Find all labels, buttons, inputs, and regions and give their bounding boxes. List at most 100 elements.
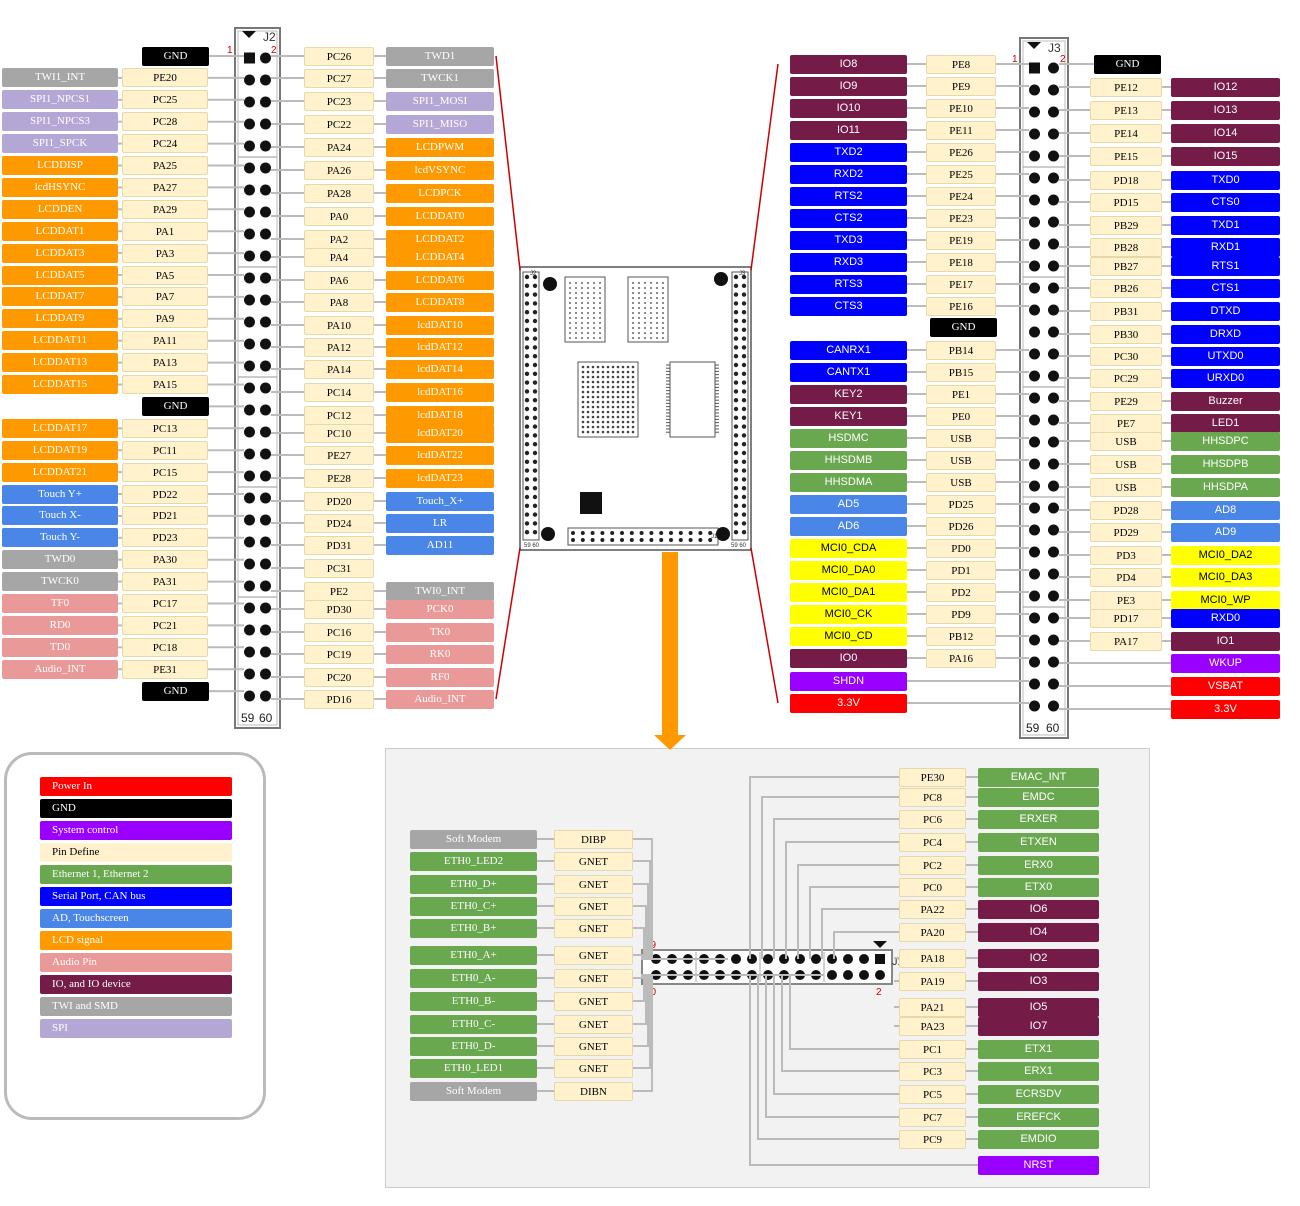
board-cpu-ball: [631, 390, 635, 394]
board-cpu-ball: [596, 370, 600, 374]
j2-right-function: lcdDAT18: [386, 405, 494, 425]
j3-left-function: MCI0_CD: [790, 626, 907, 646]
board-ball: [644, 302, 646, 304]
j2-left-pin: PA29: [122, 199, 208, 219]
j3-left-pin: PE8: [926, 54, 996, 74]
j2-left-function: TWCK0: [2, 572, 118, 592]
board-cpu-ball: [581, 420, 585, 424]
j2-pin-odd: [244, 404, 255, 416]
j3-right-function: DRXD: [1171, 324, 1280, 344]
j2-pin-odd: [244, 580, 255, 592]
j2-right-pin: PC12: [304, 405, 374, 425]
j1-right-wire: [797, 864, 899, 959]
legend-item: AD, Touchscreen: [40, 909, 232, 928]
j2-pin-odd: [244, 74, 255, 86]
j2-left-function: SPI1_NPCS3: [2, 112, 118, 132]
board-ball: [587, 317, 589, 319]
j2-right-pin: PD24: [304, 513, 374, 533]
board-j2-mark: J2: [530, 271, 537, 277]
board-pin: [741, 442, 747, 447]
board-cpu-ball: [606, 400, 610, 404]
board-ball: [587, 312, 589, 314]
j2-pin-even: [260, 448, 271, 460]
j3-left-function: SHDN: [790, 671, 907, 691]
j3-right-pin: PA17: [1090, 631, 1162, 651]
j2-left-function: SPI1_NPCS1: [2, 90, 118, 110]
board-pin: [524, 283, 530, 288]
board-cpu-ball: [621, 385, 625, 389]
j2-leader-bottom: [495, 547, 521, 700]
arrow-shaft: [662, 552, 678, 737]
j3-left-function: IO8: [790, 54, 907, 74]
j2-right-function: LCDPWM: [386, 137, 494, 157]
j2-pin-even: [260, 426, 271, 438]
j1-pin-odd: [795, 954, 805, 964]
board-cpu-ball: [611, 410, 615, 414]
j2-left-function: LCDDAT7: [2, 287, 118, 307]
board-pin: [639, 538, 644, 542]
j3-pin-even: [1048, 480, 1059, 492]
j1-left-pin: DIBN: [554, 1081, 633, 1101]
board-pin: [532, 406, 538, 412]
j3-pin-even: [1048, 238, 1059, 250]
j2-pin-even: [260, 360, 271, 372]
board-cpu-ball: [616, 385, 620, 389]
board-ball: [662, 317, 664, 319]
j2-pin-even: [260, 52, 271, 64]
board-pin: [678, 538, 683, 542]
board-pin: [741, 274, 747, 280]
board-ball: [644, 322, 646, 324]
board-pin: [741, 494, 747, 500]
j3-right-pin: PD15: [1090, 192, 1162, 212]
board-pin: [571, 538, 575, 542]
board-cpu-ball: [601, 385, 605, 389]
j1-right-wire: [781, 975, 899, 1072]
board-pin: [524, 406, 530, 412]
board-pin: [733, 354, 739, 359]
j3-pin-even: [1048, 62, 1059, 74]
j2-left-pin: PD23: [122, 528, 208, 548]
j3-pin-even: [1048, 502, 1059, 514]
j2-pin-even: [260, 668, 271, 680]
j3-right-pin: PB27: [1090, 256, 1162, 276]
j3-header-body: [1019, 37, 1069, 739]
board-cpu-ball: [606, 415, 610, 419]
j1-right-function: ECRSDV: [978, 1084, 1099, 1104]
j2-left-pin: PA31: [122, 572, 208, 592]
board-pin: [524, 503, 530, 508]
j3-pin-odd: [1029, 392, 1040, 404]
j2-right-pin: PC22: [304, 114, 374, 134]
j2-left-pin: PC13: [122, 418, 208, 438]
j3-right-function: MCI0_DA2: [1171, 545, 1280, 565]
j2-right-pin: PC19: [304, 644, 374, 664]
j2-title: J2: [263, 30, 276, 44]
board-pin: [741, 424, 747, 429]
j2-right-pin: PC27: [304, 68, 374, 88]
j2-right-function: LCDDAT6: [386, 270, 494, 290]
j3-right-pin: PB26: [1090, 278, 1162, 298]
board-ball: [575, 337, 577, 339]
board-pin: [532, 415, 538, 420]
board-pin: [532, 301, 538, 306]
board-pin: [733, 415, 739, 420]
j3-pin-odd: [1029, 370, 1040, 382]
j3-right-gnd: GND: [1094, 54, 1161, 74]
board-pin: [532, 512, 538, 517]
j3-right-function: WKUP: [1171, 653, 1280, 673]
board-cpu-ball: [581, 365, 585, 369]
j2-pin-odd: [244, 536, 255, 548]
board-ball: [656, 292, 658, 294]
j3-left-pin: PE9: [926, 76, 996, 96]
j3-pin-even: [1048, 612, 1059, 624]
j2-pin-even: [260, 250, 271, 262]
board-pin: [708, 531, 713, 535]
j1-pin2-number: 2: [876, 987, 882, 998]
board-ball: [650, 292, 652, 294]
j2-left-function: TF0: [2, 594, 118, 613]
board-cpu-ball: [616, 380, 620, 384]
j3-pin-odd: [1029, 238, 1040, 250]
legend-item: LCD signal: [40, 931, 232, 950]
board-pin: [733, 345, 739, 350]
board-pin: [524, 380, 530, 385]
board-pin: [571, 531, 575, 535]
